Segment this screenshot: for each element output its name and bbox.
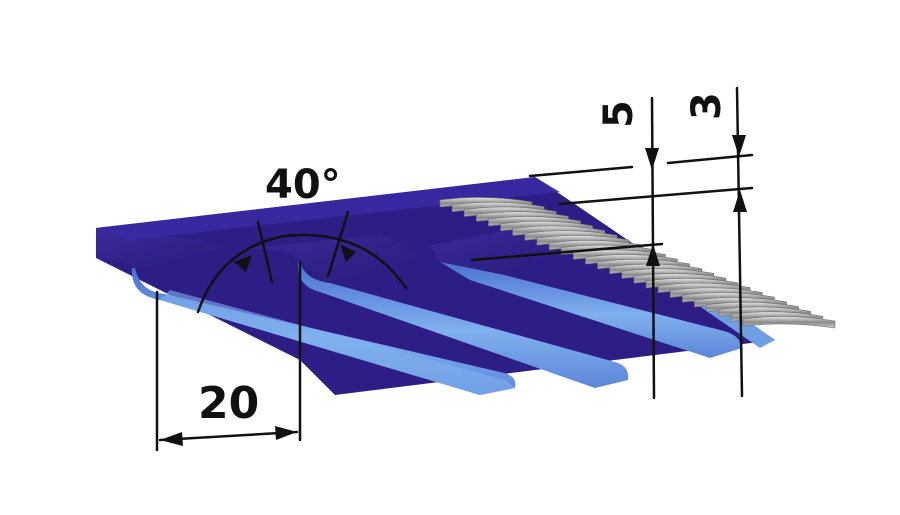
height5-extension-bottom [470, 242, 664, 262]
tooth-height-label: 3 [684, 92, 730, 120]
belt-tooth-3 [440, 262, 742, 358]
height3-arrow-top [732, 135, 746, 157]
tension-cord [742, 316, 836, 329]
angle-arc [196, 233, 408, 314]
angle-extension-right [326, 210, 350, 278]
height5-arrow-bottom [646, 244, 660, 266]
angle-arrow-left [234, 255, 252, 272]
belt-tooth-2 [297, 262, 629, 388]
height3-arrow-bottom [733, 190, 747, 212]
belt-edge-highlight [96, 177, 560, 240]
total-height-label: 5 [596, 100, 642, 128]
belt-tooth-top-2 [230, 235, 420, 283]
pitch-arrow-left [160, 432, 183, 446]
height3-dimension-line [735, 86, 744, 398]
belt-top-surface [96, 177, 775, 395]
pitch-label: 20 [198, 378, 259, 429]
dimension-lines [155, 86, 754, 452]
angle-label: 40° [265, 162, 341, 208]
angle-extension-left [256, 220, 274, 284]
pitch-arrow-right [275, 426, 297, 440]
height5-arrow-top [645, 148, 659, 170]
belt-side-shade [160, 290, 515, 395]
angle-arrow-right [340, 244, 356, 262]
height5-extension-top [528, 165, 634, 178]
pitch-dimension-line [158, 430, 299, 442]
height3-extension-mid [558, 186, 754, 206]
